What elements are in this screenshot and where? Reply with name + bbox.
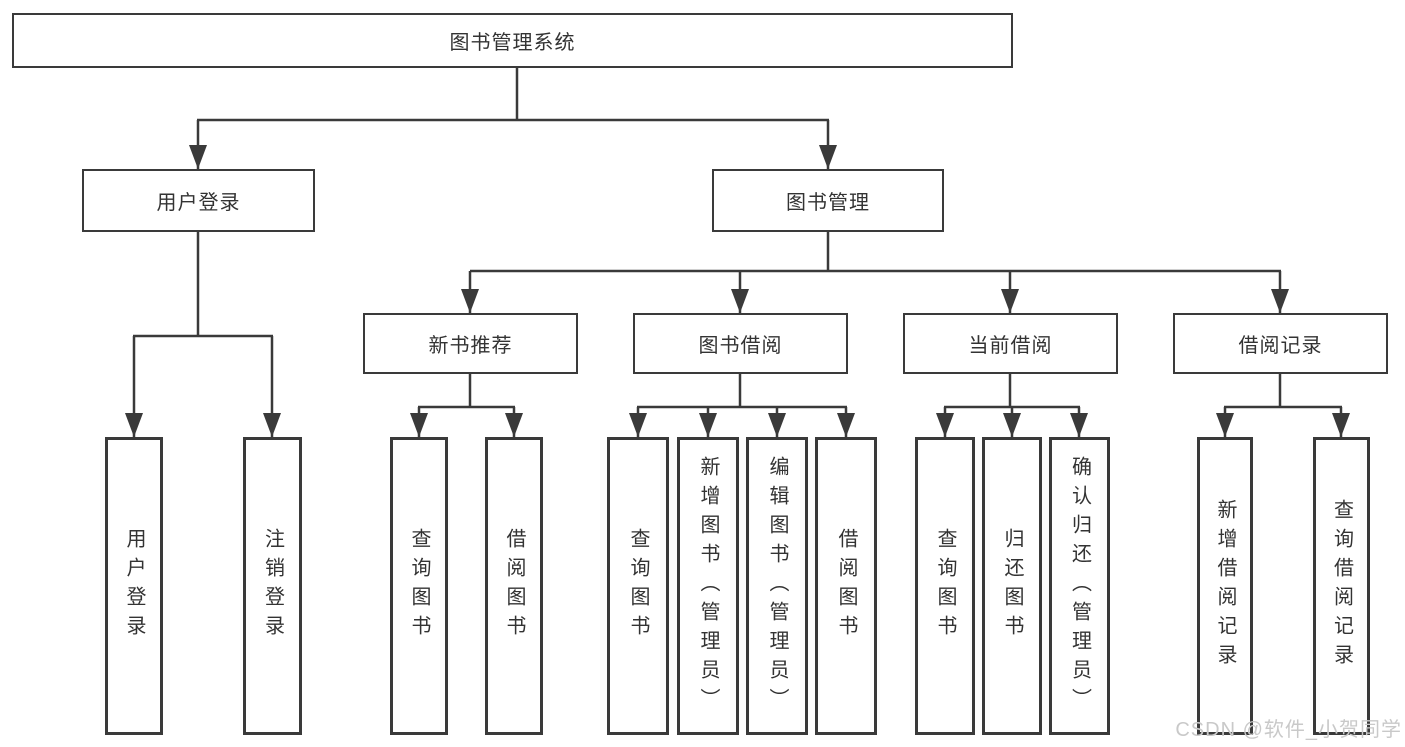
leaf-borrow-books-recommend: 借阅图书: [485, 437, 543, 735]
leaf-return-books: 归还图书: [982, 437, 1042, 735]
node-label: 借阅记录: [1238, 335, 1323, 357]
node-label: 确认归还（管理员）: [1068, 455, 1091, 717]
node-new-book-recommend: 新书推荐: [363, 313, 578, 374]
node-label: 图书管理系统: [449, 32, 576, 54]
node-label: 借阅图书: [835, 528, 857, 644]
csdn-watermark: CSDN @软件_小贺同学: [1175, 719, 1402, 741]
node-label: 查询图书: [934, 528, 956, 644]
node-label: 查询借阅记录: [1330, 499, 1353, 673]
node-label: 用户登录: [123, 528, 145, 644]
node-label: 当前借阅: [968, 335, 1053, 357]
leaf-logout: 注销登录: [243, 437, 302, 735]
node-label: 新书推荐: [428, 335, 513, 357]
leaf-query-books-current: 查询图书: [915, 437, 975, 735]
leaf-add-borrow-record: 新增借阅记录: [1197, 437, 1253, 735]
node-label: 图书借阅: [698, 335, 783, 357]
node-borrowing-records: 借阅记录: [1173, 313, 1388, 374]
leaf-edit-books-admin: 编辑图书（管理员）: [746, 437, 808, 735]
node-book-borrowing: 图书借阅: [633, 313, 848, 374]
node-label: 图书管理: [786, 192, 870, 214]
node-label: 用户登录: [156, 192, 241, 214]
leaf-query-books-borrowing: 查询图书: [607, 437, 669, 735]
node-system-root: 图书管理系统: [12, 13, 1013, 68]
node-label: 编辑图书（管理员）: [766, 455, 788, 717]
leaf-confirm-return-admin: 确认归还（管理员）: [1049, 437, 1110, 735]
node-label: 注销登录: [261, 528, 284, 644]
node-current-borrowing: 当前借阅: [903, 313, 1118, 374]
leaf-query-borrow-record: 查询借阅记录: [1313, 437, 1370, 735]
node-label: 查询图书: [408, 528, 430, 644]
leaf-user-login: 用户登录: [105, 437, 163, 735]
node-user-login: 用户登录: [82, 169, 315, 232]
node-label: 查询图书: [627, 528, 649, 644]
node-label: 新增借阅记录: [1214, 499, 1236, 673]
node-label: 归还图书: [1001, 528, 1023, 644]
leaf-add-books-admin: 新增图书（管理员）: [677, 437, 739, 735]
node-book-management: 图书管理: [712, 169, 944, 232]
leaf-borrow-books-borrowing: 借阅图书: [815, 437, 877, 735]
connector-arrows: [125, 120, 1350, 437]
node-label: 借阅图书: [503, 528, 525, 644]
connector-trunks: [133, 68, 1342, 409]
node-label: 新增图书（管理员）: [697, 455, 719, 717]
leaf-query-books-recommend: 查询图书: [390, 437, 448, 735]
